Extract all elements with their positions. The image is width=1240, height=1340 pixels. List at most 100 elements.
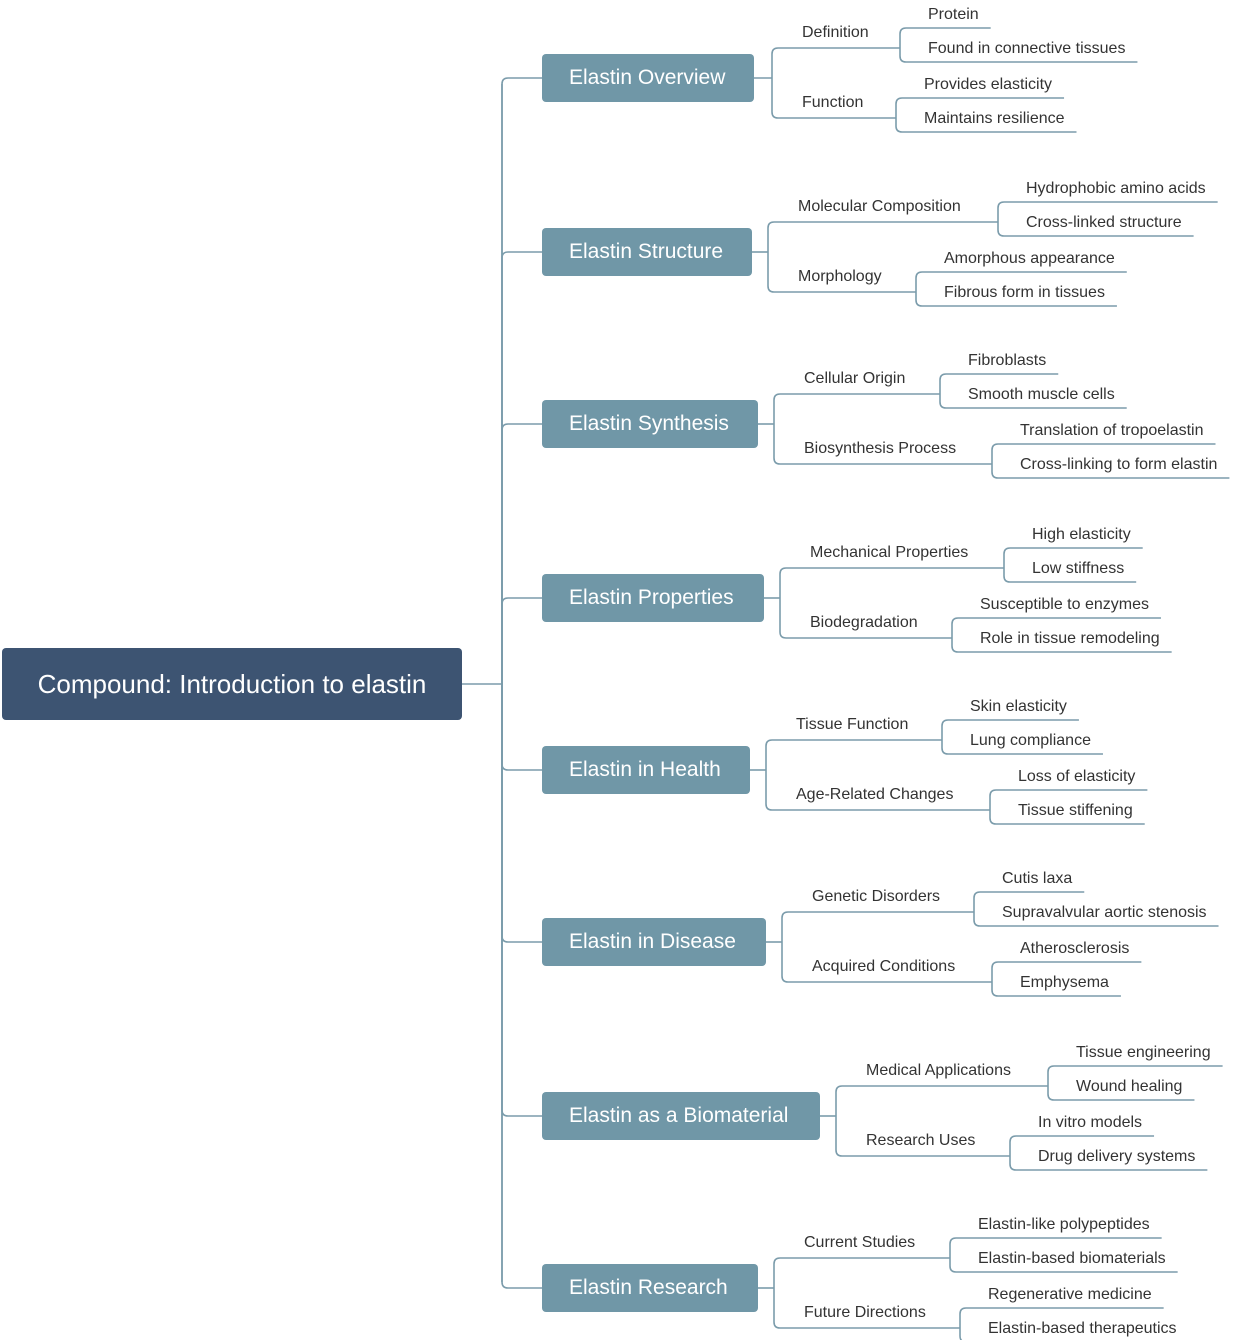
connector-line (771, 78, 896, 119)
subtopic-label[interactable]: Future Directions (804, 1304, 926, 1321)
connector-line (939, 373, 1059, 394)
leaf-label[interactable]: Elastin-like polypeptides (978, 1216, 1150, 1233)
branch-node[interactable]: Elastin Synthesis (542, 400, 758, 448)
leaf-label[interactable]: Emphysema (1020, 974, 1109, 991)
connector-line (1047, 1065, 1223, 1086)
connector-line (991, 982, 1121, 997)
connector-line (501, 684, 542, 1117)
branch-node[interactable]: Elastin as a Biomaterial (542, 1092, 820, 1140)
branch-node[interactable]: Elastin Overview (542, 54, 754, 102)
connector-line (773, 424, 992, 465)
connector-line (781, 942, 992, 983)
connector-line (779, 567, 1004, 598)
leaf-label[interactable]: Loss of elasticity (1018, 768, 1136, 785)
connector-line (501, 597, 542, 684)
leaf-label[interactable]: Elastin-based biomaterials (978, 1250, 1166, 1267)
connector-line (939, 394, 1127, 409)
leaf-label[interactable]: Supravalvular aortic stenosis (1002, 904, 1207, 921)
leaf-label[interactable]: Regenerative medicine (988, 1286, 1152, 1303)
branch-node[interactable]: Elastin Research (542, 1264, 758, 1312)
branch-node[interactable]: Elastin Properties (542, 574, 764, 622)
leaf-label[interactable]: Maintains resilience (924, 110, 1065, 127)
subtopic-label[interactable]: Biosynthesis Process (804, 440, 957, 457)
leaf-label[interactable]: Wound healing (1076, 1078, 1183, 1095)
subtopic-label[interactable]: Function (802, 94, 864, 111)
connector-line (949, 1237, 1162, 1258)
branch-node[interactable]: Elastin in Health (542, 746, 750, 794)
subtopic-label[interactable]: Acquired Conditions (812, 958, 956, 975)
connector-line (997, 201, 1218, 222)
leaf-label[interactable]: Cutis laxa (1002, 870, 1073, 887)
leaf-label[interactable]: Fibroblasts (968, 352, 1047, 369)
connector-line (1009, 1156, 1208, 1171)
connector-line (501, 684, 542, 943)
subtopic-label[interactable]: Age-Related Changes (796, 786, 954, 803)
leaf-label[interactable]: Found in connective tissues (928, 40, 1126, 57)
subtopic-label[interactable]: Molecular Composition (798, 198, 961, 215)
leaf-label[interactable]: Tissue stiffening (1018, 802, 1133, 819)
connector-line (773, 393, 940, 424)
connector-line (501, 684, 542, 1289)
leaf-label[interactable]: Protein (928, 6, 979, 23)
leaf-label[interactable]: Fibrous form in tissues (944, 284, 1105, 301)
connector-line (835, 1085, 1048, 1116)
leaf-label[interactable]: Atherosclerosis (1020, 940, 1130, 957)
leaf-label[interactable]: Susceptible to enzymes (980, 596, 1149, 613)
connector-line (767, 221, 998, 252)
connector-line (1009, 1135, 1155, 1156)
subtopic-label[interactable]: Tissue Function (796, 716, 909, 733)
root-node[interactable]: Compound: Introduction to elastin (2, 648, 462, 720)
leaf-label[interactable]: Drug delivery systems (1038, 1148, 1196, 1165)
connector-line (991, 464, 1230, 479)
subtopic-label[interactable]: Medical Applications (866, 1062, 1011, 1079)
connector-line (501, 423, 542, 684)
branch-node[interactable]: Elastin in Disease (542, 918, 766, 966)
connector-line (771, 47, 900, 78)
connector-line (765, 739, 942, 770)
connector-line (501, 251, 542, 684)
connector-line (1003, 547, 1143, 568)
connector-line (765, 770, 990, 811)
leaf-label[interactable]: Role in tissue remodeling (980, 630, 1160, 647)
leaf-label[interactable]: Hydrophobic amino acids (1026, 180, 1206, 197)
leaf-label[interactable]: Tissue engineering (1076, 1044, 1211, 1061)
connector-line (951, 638, 1172, 653)
connector-line (895, 97, 1065, 118)
leaf-label[interactable]: Cross-linked structure (1026, 214, 1182, 231)
leaf-label[interactable]: Smooth muscle cells (968, 386, 1115, 403)
leaf-label[interactable]: Elastin-based therapeutics (988, 1320, 1177, 1337)
subtopic-label[interactable]: Genetic Disorders (812, 888, 941, 905)
connector-line (835, 1116, 1010, 1157)
connector-line (915, 271, 1127, 292)
connector-line (991, 443, 1216, 464)
connector-line (1047, 1086, 1195, 1101)
leaf-label[interactable]: Cross-linking to form elastin (1020, 456, 1218, 473)
leaf-label[interactable]: Amorphous appearance (944, 250, 1115, 267)
leaf-label[interactable]: Lung compliance (970, 732, 1091, 749)
subtopic-label[interactable]: Morphology (798, 268, 882, 285)
leaf-label[interactable]: In vitro models (1038, 1114, 1143, 1131)
leaf-label[interactable]: Provides elasticity (924, 76, 1053, 93)
connector-line (951, 617, 1161, 638)
leaf-label[interactable]: Skin elasticity (970, 698, 1067, 715)
connector-line (989, 810, 1145, 825)
connector-line (899, 48, 1138, 63)
leaf-label[interactable]: Translation of tropoelastin (1020, 422, 1204, 439)
connector-line (1003, 568, 1137, 583)
subtopic-label[interactable]: Cellular Origin (804, 370, 906, 387)
branch-node[interactable]: Elastin Structure (542, 228, 752, 276)
subtopic-label[interactable]: Current Studies (804, 1234, 916, 1251)
subtopic-label[interactable]: Definition (802, 24, 869, 41)
connector-line (781, 911, 974, 942)
connector-line (779, 598, 952, 639)
connector-line (997, 222, 1194, 237)
leaf-label[interactable]: High elasticity (1032, 526, 1131, 543)
leaf-label[interactable]: Low stiffness (1032, 560, 1125, 577)
connector-line (989, 789, 1148, 810)
connector-line (949, 1258, 1178, 1273)
subtopic-label[interactable]: Mechanical Properties (810, 544, 969, 561)
subtopic-label[interactable]: Research Uses (866, 1132, 976, 1149)
subtopic-label[interactable]: Biodegradation (810, 614, 918, 631)
